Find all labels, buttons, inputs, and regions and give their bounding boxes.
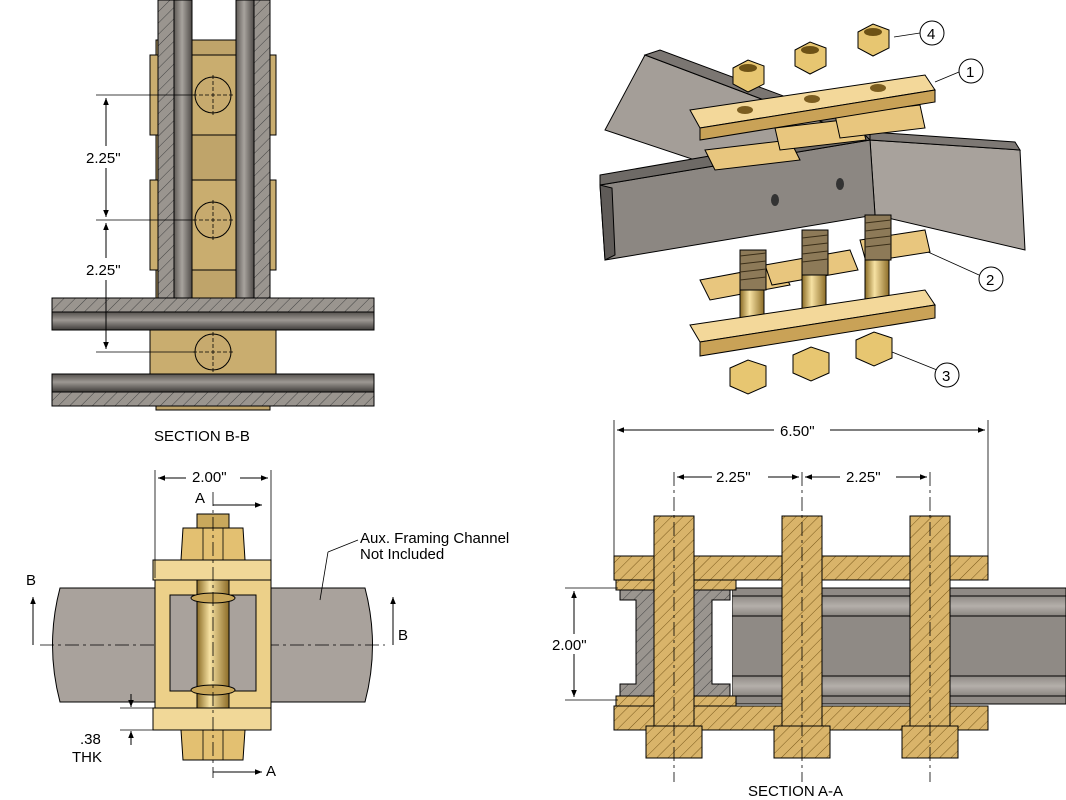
section-bb-dim-upper: 2.25" xyxy=(86,150,121,167)
top-nut-left xyxy=(732,59,765,93)
balloon-3: 3 xyxy=(942,368,950,385)
bolt-hole-1 xyxy=(193,75,233,115)
section-bb-dim-lower: 2.25" xyxy=(86,262,121,279)
section-bb-view: 2.25" 2.25" SECTION B-B xyxy=(51,0,375,445)
balloon-4: 4 xyxy=(927,26,935,43)
top-nut-mid xyxy=(794,41,827,75)
section-aa-pitch-right: 2.25" xyxy=(846,469,881,486)
end-view-width-dim: 2.00" xyxy=(192,469,227,486)
section-bb-title: SECTION B-B xyxy=(154,428,250,445)
cut-b-right-label: B xyxy=(398,627,408,644)
bolt-hole-3 xyxy=(193,332,233,372)
cut-b-left-label: B xyxy=(26,572,36,589)
balloon-2: 2 xyxy=(986,272,994,289)
thk-label: THK xyxy=(72,749,102,766)
top-nut-right xyxy=(857,23,890,57)
end-view: 2.00" A A B B Aux. Framing Channel Not I… xyxy=(26,466,509,780)
thk-value: .38 xyxy=(80,731,101,748)
section-aa-pitch-left: 2.25" xyxy=(716,469,751,486)
section-aa-view: 6.50" 2.25" 2.25" 2.00" SECTION A-A xyxy=(548,420,1066,800)
section-aa-height-dim: 2.00" xyxy=(552,637,587,654)
note-line-1: Aux. Framing Channel xyxy=(360,530,509,547)
cut-a-bottom-label: A xyxy=(266,763,276,780)
isometric-view: 4 1 2 3 xyxy=(599,20,1026,395)
section-aa-title: SECTION A-A xyxy=(748,783,843,800)
note-line-2: Not Included xyxy=(360,546,444,563)
cut-a-top-label: A xyxy=(195,490,205,507)
section-aa-overall-dim: 6.50" xyxy=(780,423,815,440)
balloon-1: 1 xyxy=(966,64,974,81)
